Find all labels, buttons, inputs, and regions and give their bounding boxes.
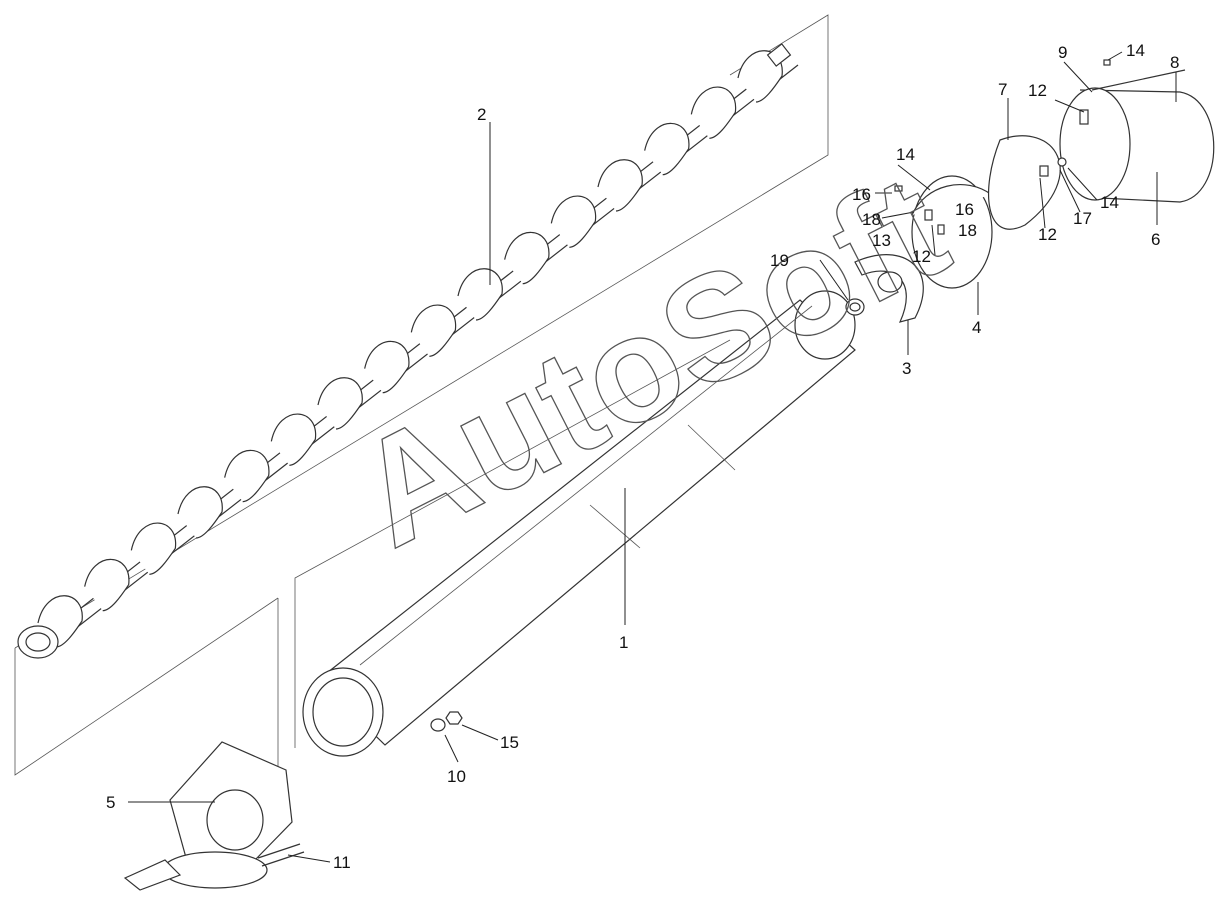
auger-flight (737, 50, 783, 103)
auger-flight (224, 449, 270, 503)
auger-flight (550, 195, 596, 248)
callout-7: 7 (998, 80, 1007, 99)
bearing (845, 298, 865, 316)
auger-screw (17, 43, 799, 659)
auger-flight (177, 486, 223, 539)
auger-tube (302, 290, 856, 757)
auger-flight (504, 231, 550, 285)
callout-18a: 18 (862, 210, 881, 229)
callout-16a: 16 (852, 185, 871, 204)
auger-flight (270, 413, 316, 466)
auger-flight (364, 340, 410, 394)
callout-12b: 12 (1038, 225, 1057, 244)
callout-11: 11 (333, 853, 351, 872)
end-plate (854, 254, 924, 323)
callout-1: 1 (619, 633, 628, 652)
leader-lines (128, 51, 1177, 863)
callout-13: 13 (872, 231, 891, 250)
callout-17: 17 (1073, 209, 1092, 228)
auger-flight (130, 522, 176, 575)
callout-14c: 14 (1100, 193, 1119, 212)
end-cover (1059, 69, 1215, 203)
callout-2: 2 (477, 105, 486, 124)
auger-flight (644, 122, 690, 176)
gasket-ring (987, 135, 1061, 230)
auger-flight (457, 268, 503, 321)
housing-ring (911, 175, 993, 289)
callout-4: 4 (972, 318, 981, 337)
callout-19: 19 (770, 251, 789, 270)
callout-labels: 1 2 3 4 5 6 7 8 9 10 11 12 12 12 13 14 1… (106, 41, 1179, 872)
bottom-housing (123, 741, 305, 891)
auger-flight (690, 86, 736, 139)
callout-15: 15 (500, 733, 519, 752)
fasteners (894, 59, 1111, 235)
callout-6: 6 (1151, 230, 1160, 249)
callout-10: 10 (447, 767, 466, 786)
auger-flight (410, 304, 456, 357)
callout-14b: 14 (896, 145, 915, 164)
callout-3: 3 (902, 359, 911, 378)
auger-flight (84, 558, 130, 612)
callout-18b: 18 (958, 221, 977, 240)
washer-nut (430, 711, 463, 732)
callout-8: 8 (1170, 53, 1179, 72)
callout-12a: 12 (1028, 81, 1047, 100)
callout-9: 9 (1058, 43, 1067, 62)
callout-5: 5 (106, 793, 115, 812)
auger-flight (597, 159, 643, 212)
callout-14a: 14 (1126, 41, 1145, 60)
callout-12c: 12 (912, 247, 931, 266)
auger-flight (317, 377, 363, 430)
callout-16b: 16 (955, 200, 974, 219)
